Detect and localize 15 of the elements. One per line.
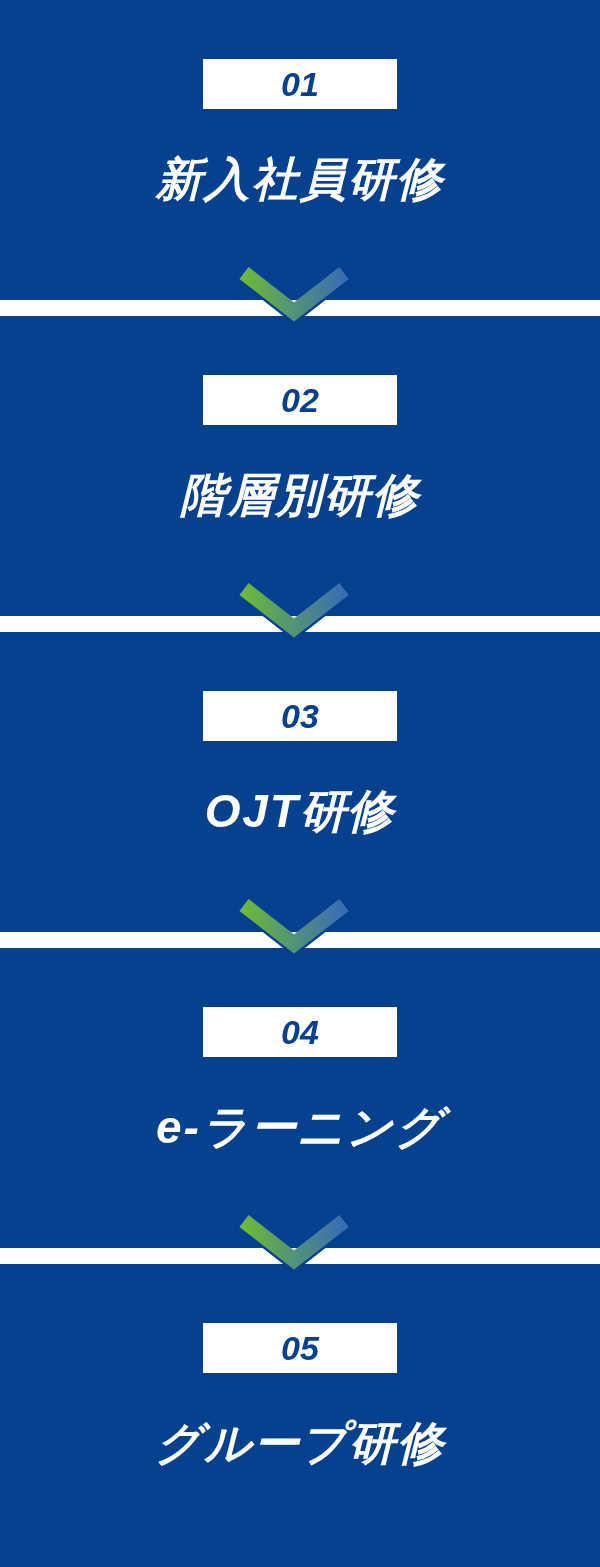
step-number-tag: 03 [203,691,397,741]
step-title: グループ研修 [154,1416,448,1471]
step-band [0,0,600,300]
step-number-tag: 01 [203,59,397,109]
step-title: 新入社員研修 [154,152,447,207]
step-band [0,316,600,616]
step-title: OJT研修 [203,784,398,839]
step-title: 階層別研修 [179,468,423,523]
step-number-tag: 04 [203,1007,397,1057]
step-title: e-ラーニング [148,1096,452,1158]
step-band [0,1264,600,1567]
step-number-tag: 05 [203,1323,397,1373]
step-band [0,948,600,1248]
step-band [0,632,600,932]
step-number-tag: 02 [203,375,397,425]
